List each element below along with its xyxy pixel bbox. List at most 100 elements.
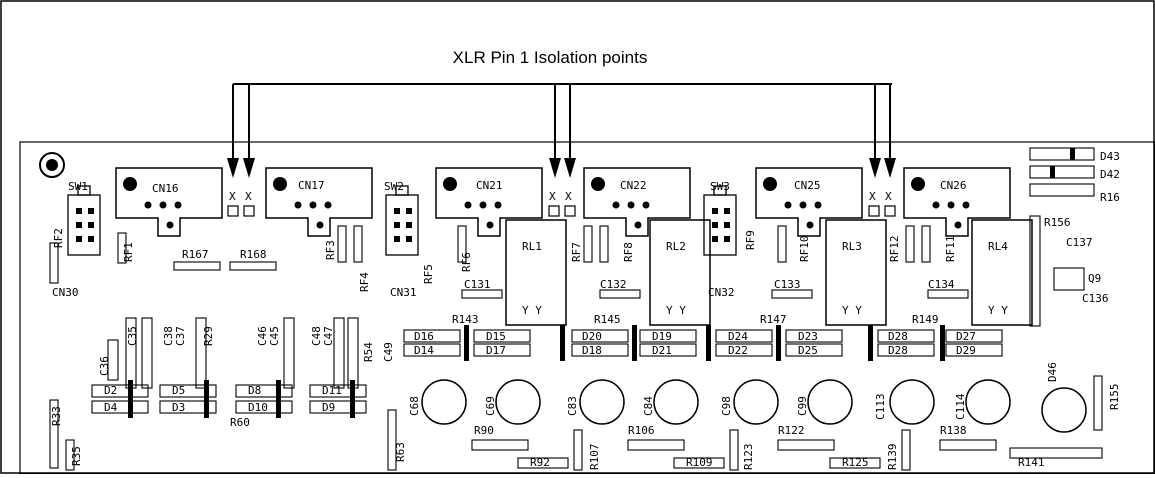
svg-text:D29: D29 bbox=[956, 344, 976, 357]
svg-text:C36: C36 bbox=[98, 356, 111, 376]
svg-text:D18: D18 bbox=[582, 344, 602, 357]
svg-text:RF8: RF8 bbox=[622, 242, 635, 262]
switch-pins bbox=[76, 208, 730, 242]
svg-text:RF2: RF2 bbox=[52, 228, 65, 248]
svg-text:D24: D24 bbox=[728, 330, 748, 343]
svg-text:R138: R138 bbox=[940, 424, 967, 437]
relay-outlines bbox=[505, 219, 1033, 326]
diode-cathode-bars bbox=[128, 148, 1075, 418]
svg-text:D4: D4 bbox=[104, 401, 118, 414]
connector-keys bbox=[123, 177, 925, 191]
svg-text:D19: D19 bbox=[652, 330, 672, 343]
svg-text:R156: R156 bbox=[1044, 216, 1071, 229]
svg-text:D17: D17 bbox=[486, 344, 506, 357]
connector-outlines bbox=[115, 167, 1011, 237]
svg-text:D11: D11 bbox=[322, 384, 342, 397]
svg-text:R149: R149 bbox=[912, 313, 939, 326]
connector-pins bbox=[144, 201, 970, 229]
svg-text:R147: R147 bbox=[760, 313, 787, 326]
svg-text:C38: C38 bbox=[162, 326, 175, 346]
svg-text:SW1: SW1 bbox=[68, 180, 88, 193]
svg-text:R139: R139 bbox=[886, 444, 899, 471]
svg-text:R92: R92 bbox=[530, 456, 550, 469]
svg-text:CN21: CN21 bbox=[476, 179, 503, 192]
svg-text:C132: C132 bbox=[600, 278, 627, 291]
svg-text:D2: D2 bbox=[104, 384, 117, 397]
svg-text:C114: C114 bbox=[954, 393, 967, 420]
svg-text:R123: R123 bbox=[742, 444, 755, 471]
svg-text:CN31: CN31 bbox=[390, 286, 417, 299]
svg-text:Y Y: Y Y bbox=[666, 304, 686, 317]
svg-text:D8: D8 bbox=[248, 384, 261, 397]
svg-text:CN32: CN32 bbox=[708, 286, 735, 299]
svg-text:Y Y: Y Y bbox=[988, 304, 1008, 317]
svg-text:D46: D46 bbox=[1046, 362, 1059, 382]
svg-text:C69: C69 bbox=[484, 396, 497, 416]
svg-text:RF12: RF12 bbox=[888, 236, 901, 263]
svg-text:C131: C131 bbox=[464, 278, 491, 291]
svg-text:RL1: RL1 bbox=[522, 240, 542, 253]
svg-text:R145: R145 bbox=[594, 313, 621, 326]
svg-text:R168: R168 bbox=[240, 248, 267, 261]
svg-text:RF4: RF4 bbox=[358, 272, 371, 292]
svg-text:RF11: RF11 bbox=[944, 236, 957, 263]
electrolytic-caps bbox=[421, 379, 1087, 433]
svg-text:D20: D20 bbox=[582, 330, 602, 343]
svg-text:R54: R54 bbox=[362, 342, 375, 362]
svg-text:D21: D21 bbox=[652, 344, 672, 357]
svg-text:D42: D42 bbox=[1100, 168, 1120, 181]
svg-text:C37: C37 bbox=[174, 326, 187, 346]
svg-text:D5: D5 bbox=[172, 384, 185, 397]
svg-text:Q9: Q9 bbox=[1088, 272, 1101, 285]
svg-text:D25: D25 bbox=[798, 344, 818, 357]
svg-text:R106: R106 bbox=[628, 424, 655, 437]
svg-text:D15: D15 bbox=[486, 330, 506, 343]
svg-text:C46: C46 bbox=[256, 326, 269, 346]
svg-text:R35: R35 bbox=[70, 446, 83, 466]
svg-text:X: X bbox=[549, 190, 556, 203]
svg-text:C83: C83 bbox=[566, 396, 579, 416]
svg-text:D22: D22 bbox=[728, 344, 748, 357]
svg-text:RF6: RF6 bbox=[460, 252, 473, 272]
svg-text:R167: R167 bbox=[182, 248, 209, 261]
svg-text:D23: D23 bbox=[798, 330, 818, 343]
svg-text:R109: R109 bbox=[686, 456, 713, 469]
svg-text:RF7: RF7 bbox=[570, 242, 583, 262]
svg-text:D28: D28 bbox=[888, 344, 908, 357]
svg-text:Y Y: Y Y bbox=[522, 304, 542, 317]
svg-text:D9: D9 bbox=[322, 401, 335, 414]
svg-text:CN25: CN25 bbox=[794, 179, 821, 192]
svg-text:RL3: RL3 bbox=[842, 240, 862, 253]
mounting-hole bbox=[39, 152, 65, 178]
svg-text:CN16: CN16 bbox=[152, 182, 179, 195]
svg-text:Y Y: Y Y bbox=[842, 304, 862, 317]
svg-text:R16: R16 bbox=[1100, 191, 1120, 204]
svg-text:RF10: RF10 bbox=[798, 236, 811, 263]
svg-text:D16: D16 bbox=[414, 330, 434, 343]
svg-text:CN30: CN30 bbox=[52, 286, 79, 299]
svg-text:R60: R60 bbox=[230, 416, 250, 429]
svg-text:X: X bbox=[869, 190, 876, 203]
isolation-arrows bbox=[232, 83, 892, 160]
svg-text:D14: D14 bbox=[414, 344, 434, 357]
svg-text:C48: C48 bbox=[310, 326, 323, 346]
svg-text:D28: D28 bbox=[888, 330, 908, 343]
svg-text:R122: R122 bbox=[778, 424, 805, 437]
svg-text:R63: R63 bbox=[394, 442, 407, 462]
svg-text:CN26: CN26 bbox=[940, 179, 967, 192]
svg-text:C99: C99 bbox=[796, 396, 809, 416]
svg-text:X: X bbox=[885, 190, 892, 203]
svg-text:C47: C47 bbox=[322, 326, 335, 346]
svg-text:RF5: RF5 bbox=[422, 264, 435, 284]
svg-text:C45: C45 bbox=[268, 326, 281, 346]
svg-text:R29: R29 bbox=[202, 326, 215, 346]
arrow-heads bbox=[227, 158, 896, 178]
vertical-designators: RF2 RF1 RF3 RF4 RF5 RF6 RF7 RF8 RF9 RF10… bbox=[50, 228, 1121, 470]
svg-text:R155: R155 bbox=[1108, 384, 1121, 411]
svg-text:CN22: CN22 bbox=[620, 179, 647, 192]
svg-text:X: X bbox=[565, 190, 572, 203]
svg-text:RF3: RF3 bbox=[324, 240, 337, 260]
svg-text:C133: C133 bbox=[774, 278, 801, 291]
